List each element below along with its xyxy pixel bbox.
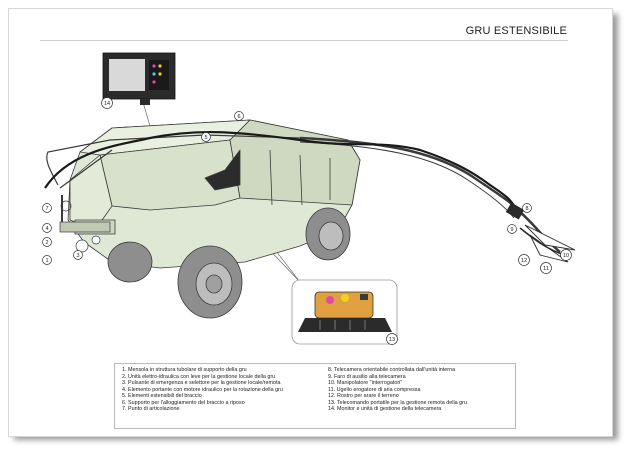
callout-14 xyxy=(101,97,113,109)
legend-box: 1. Mensola in struttura tubolare di supp… xyxy=(114,363,516,429)
callout-13 xyxy=(386,333,398,345)
callouts xyxy=(42,97,572,345)
legend-item: 1. Mensola in struttura tubolare di supp… xyxy=(122,367,247,373)
callout-14-label: 14 xyxy=(104,101,110,107)
callout-3-label: 3 xyxy=(76,253,79,259)
legend-item: 9. Faro di ausilio alla telecamera xyxy=(328,373,406,380)
callout-7 xyxy=(42,203,52,213)
callout-8-label: 8 xyxy=(525,206,528,212)
callout-4-label: 4 xyxy=(45,226,48,232)
legend-item: 2. Unità elettro-idraulica con leve per … xyxy=(122,373,276,380)
callout-11 xyxy=(540,262,552,274)
monitor-unit xyxy=(102,52,176,105)
callout-8 xyxy=(522,203,532,213)
legend-right-column: 8. Telecamera orientabile controllata da… xyxy=(328,367,467,413)
callout-10 xyxy=(560,249,572,261)
callout-10-label: 10 xyxy=(563,253,569,259)
callout-2 xyxy=(42,237,52,247)
legend-item: 5. Elementi estensibili del braccio xyxy=(122,393,202,399)
callout-1-label: 1 xyxy=(45,258,48,264)
legend-item: 12. Rostro per arare il terreno xyxy=(328,393,399,399)
callout-1 xyxy=(42,255,52,265)
hatch-cutout xyxy=(204,149,241,191)
remote-control-inset xyxy=(291,279,398,345)
callout-7-label: 7 xyxy=(45,206,48,212)
legend-item: 14. Monitor e unità di gestione della te… xyxy=(328,406,442,412)
title-divider xyxy=(40,40,568,41)
legend-item: 10. Manipolatore "interrogatori" xyxy=(328,380,403,386)
legend-item: 6. Supporto per l'alloggiamento del brac… xyxy=(122,399,245,406)
legend-item: 8. Telecamera orientabile controllata da… xyxy=(328,367,456,373)
callout-9 xyxy=(507,224,517,234)
callout-9-label: 9 xyxy=(510,227,513,233)
callout-6 xyxy=(234,111,244,121)
callout-4 xyxy=(42,223,52,233)
page-title: GRU ESTENSIBILE xyxy=(465,25,567,37)
callout-2-label: 2 xyxy=(45,240,48,246)
callout-12-label: 12 xyxy=(521,258,527,264)
callout-11-label: 11 xyxy=(543,266,549,272)
callout-5-label: 5 xyxy=(204,135,207,141)
legend-item: 11. Ugello erogatore di aria compressa xyxy=(328,386,421,393)
callout-6-label: 6 xyxy=(237,114,240,120)
callout-13-label: 13 xyxy=(389,337,395,343)
legend-item: 4. Elemento portante con motore idraulic… xyxy=(122,386,283,393)
callout-12 xyxy=(518,254,530,266)
legend-left-column: 1. Mensola in struttura tubolare di supp… xyxy=(122,367,283,413)
hydraulic-cable xyxy=(44,131,518,211)
wheels xyxy=(107,207,351,319)
legend-item: 13. Telecomando portatile per la gestion… xyxy=(328,399,467,406)
vehicle-body xyxy=(67,119,361,269)
legend-item: 7. Punto di articolazione xyxy=(122,406,180,412)
front-equipment xyxy=(59,200,111,253)
callout-3 xyxy=(73,250,83,260)
front-left-wheel xyxy=(107,241,153,283)
legend-item: 3. Pulsante di emergenza e selettore per… xyxy=(122,380,281,386)
callout-5 xyxy=(201,132,211,142)
